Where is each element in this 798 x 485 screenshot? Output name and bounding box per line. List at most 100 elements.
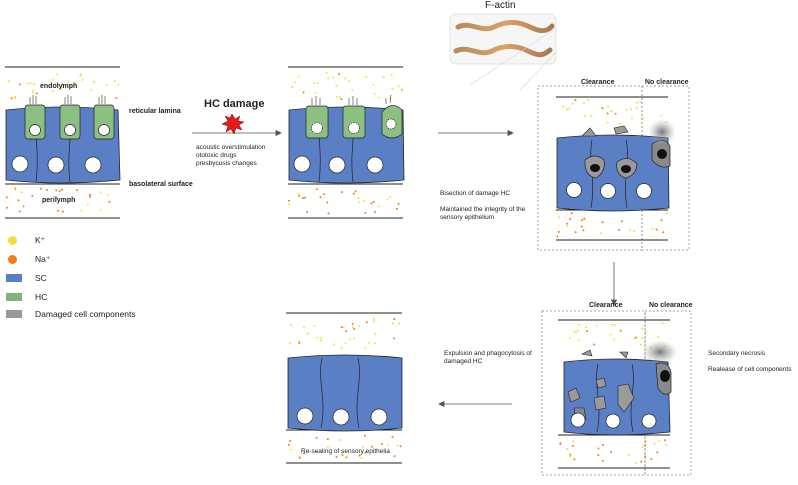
ion-dot bbox=[573, 330, 575, 333]
noclearance-bottom-label: No clearance bbox=[649, 302, 693, 309]
ion-dot bbox=[378, 205, 381, 208]
ion-dot bbox=[56, 83, 59, 86]
ion-dot bbox=[316, 336, 319, 339]
legend-label: Damaged cell components bbox=[35, 309, 136, 319]
resealing-note: Re-sealing of sensory epithelia bbox=[301, 448, 390, 455]
legend-item-na: Na⁺ bbox=[6, 254, 50, 265]
ion-dot bbox=[627, 454, 630, 456]
expulsion-note-line1: Expulsion and phagocytosis of bbox=[444, 350, 532, 357]
damaged-swatch-icon bbox=[6, 310, 22, 318]
legend-label: HC bbox=[35, 292, 48, 302]
ion-dot bbox=[99, 191, 102, 194]
ion-dot bbox=[570, 212, 573, 215]
ion-dot bbox=[645, 330, 648, 333]
ion-dot bbox=[360, 457, 363, 460]
ion-dot bbox=[582, 229, 585, 232]
ion-dot bbox=[620, 220, 623, 223]
ion-dot bbox=[389, 196, 392, 198]
ion-dot bbox=[18, 210, 21, 213]
ion-dot bbox=[291, 86, 294, 88]
ion-dot bbox=[662, 231, 665, 234]
ion-dot bbox=[316, 82, 319, 85]
ion-dot bbox=[595, 324, 598, 327]
ion-dot bbox=[332, 76, 335, 79]
legend-label: K⁺ bbox=[35, 235, 46, 245]
ion-dot bbox=[315, 188, 318, 191]
panel-damaged bbox=[288, 94, 405, 184]
legend-label: Na⁺ bbox=[35, 254, 51, 264]
hc-swatch-icon bbox=[6, 293, 22, 301]
ion-dot bbox=[335, 84, 338, 87]
ion-dot bbox=[556, 235, 559, 238]
ion-dot bbox=[640, 343, 642, 346]
ion-dot bbox=[5, 196, 8, 199]
ion-dot bbox=[658, 439, 661, 442]
ion-dot bbox=[400, 89, 403, 92]
ion-dot bbox=[386, 198, 389, 201]
ion-dot bbox=[601, 221, 604, 224]
ion-dot bbox=[364, 451, 367, 454]
ion-dot bbox=[26, 82, 29, 85]
ion-dot bbox=[625, 108, 628, 111]
ion-dot bbox=[303, 326, 305, 329]
legend-item-k: K⁺ bbox=[6, 235, 45, 246]
ion-dot bbox=[89, 193, 91, 196]
ion-dot bbox=[569, 337, 572, 340]
ion-dot bbox=[338, 73, 341, 76]
ion-dots bbox=[5, 71, 668, 465]
ion-dot bbox=[340, 326, 343, 329]
ion-dot bbox=[569, 453, 572, 456]
ion-dot bbox=[609, 333, 612, 336]
ion-dot bbox=[32, 91, 34, 94]
ion-dot bbox=[631, 117, 633, 120]
ion-dot bbox=[89, 195, 92, 198]
ion-dot bbox=[315, 436, 318, 439]
hc-damage-cause-3: presbycusis changes bbox=[196, 160, 257, 167]
ion-dot bbox=[571, 445, 574, 448]
ion-dot bbox=[358, 454, 361, 457]
ion-dot bbox=[640, 460, 643, 463]
ion-dot bbox=[590, 115, 593, 117]
ion-dot bbox=[639, 100, 642, 103]
ion-dot bbox=[581, 219, 584, 222]
ion-dot bbox=[374, 332, 377, 335]
panel-resealed bbox=[287, 354, 403, 432]
ion-dot bbox=[76, 189, 79, 192]
ion-dot bbox=[601, 459, 604, 462]
ion-dot bbox=[287, 443, 290, 446]
ion-dot bbox=[86, 203, 89, 206]
ion-dot bbox=[593, 343, 595, 346]
ion-dot bbox=[364, 212, 367, 214]
ion-dot bbox=[20, 191, 23, 194]
factin-title: F-actin bbox=[485, 0, 516, 11]
ion-dot bbox=[568, 107, 571, 110]
ion-dot bbox=[641, 446, 644, 449]
ion-dot bbox=[629, 108, 632, 111]
ion-dot bbox=[302, 452, 305, 455]
ion-dot bbox=[80, 209, 83, 212]
ion-dot bbox=[645, 440, 648, 443]
hc-damage-cause-2: ototoxic drugs bbox=[196, 152, 237, 159]
ion-dot bbox=[577, 329, 580, 332]
ion-dot bbox=[325, 71, 328, 74]
ion-dot bbox=[341, 454, 344, 457]
ion-dot bbox=[585, 326, 588, 329]
ion-dot bbox=[393, 318, 396, 321]
ion-dot bbox=[586, 330, 588, 333]
ion-dot bbox=[643, 444, 646, 447]
ion-dot bbox=[320, 336, 322, 339]
ion-dot bbox=[297, 75, 300, 78]
ion-dot bbox=[51, 79, 54, 81]
ion-dot bbox=[39, 187, 42, 190]
ion-dot bbox=[313, 81, 316, 84]
ion-dot bbox=[619, 329, 622, 332]
ion-dot bbox=[340, 98, 343, 101]
ion-dot bbox=[387, 444, 390, 447]
ion-dot bbox=[653, 442, 656, 445]
ion-dot bbox=[633, 337, 636, 340]
ion-dot bbox=[327, 212, 330, 215]
ion-dot bbox=[22, 205, 25, 208]
ion-dot bbox=[396, 444, 399, 447]
ion-dot bbox=[115, 97, 118, 99]
reticular-lamina-label: reticular lamina bbox=[129, 108, 181, 115]
